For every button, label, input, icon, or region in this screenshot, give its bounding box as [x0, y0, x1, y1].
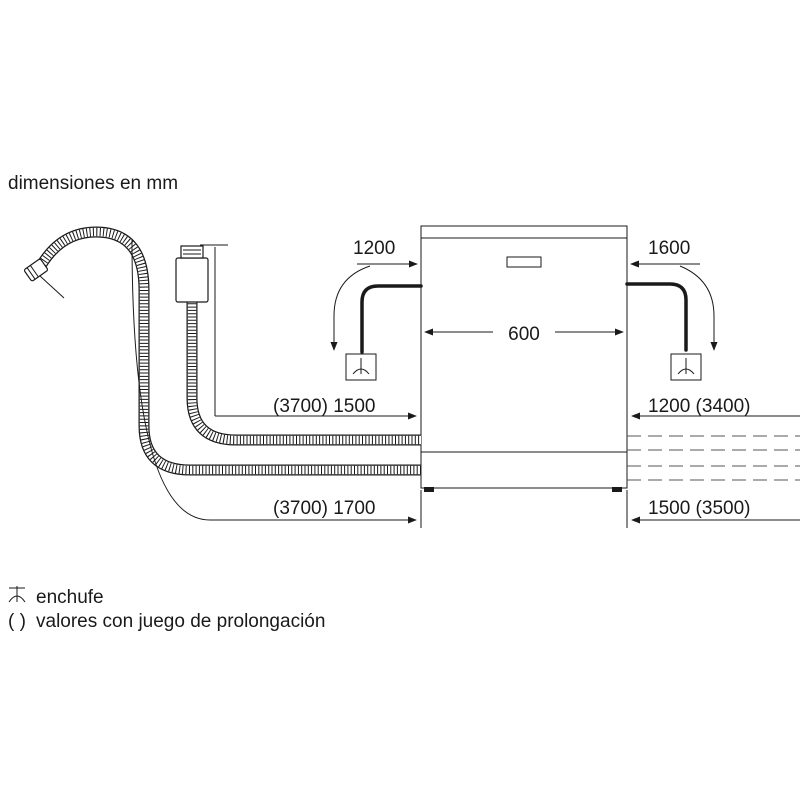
left-power-cable: 1200: [330, 238, 423, 381]
drain-guide-line: [131, 239, 211, 521]
left-cable-label: 1200: [353, 238, 395, 259]
drain-hose-tail: [39, 275, 65, 299]
right-upper-label: 1200 (3400): [648, 396, 750, 417]
right-cable-arrow-v: [679, 265, 718, 351]
drain-length-label: (3700) 1700: [273, 498, 375, 519]
width-label: 600: [508, 324, 540, 345]
drain-hose-end: [23, 258, 49, 282]
inlet-hose: (3700) 1500: [175, 244, 421, 446]
legend-paren-label: valores con juego de prolongación: [36, 611, 325, 632]
legend-paren-symbol: ( ): [8, 611, 26, 632]
dishwasher-outline: [420, 225, 628, 489]
width-dimension: 600: [424, 324, 624, 345]
right-lower-label: 1500 (3500): [648, 498, 750, 519]
plug-icon: [8, 586, 26, 603]
right-foot: [612, 487, 622, 492]
left-cable-arrow-v: [330, 265, 371, 351]
page-title: dimensiones en mm: [8, 173, 178, 194]
inlet-length-label: (3700) 1500: [273, 396, 375, 417]
drain-hose: (3700) 1700: [23, 226, 421, 524]
right-cable: [625, 282, 688, 352]
control-panel: [506, 256, 542, 268]
right-side-hoses: 1200 (3400) 1500 (3500): [627, 396, 800, 524]
legend-plug-label: enchufe: [36, 587, 104, 608]
right-cable-label: 1600: [648, 238, 690, 259]
socket-icon: [345, 353, 377, 381]
legend: enchufe ( ) valores con juego de prolong…: [8, 586, 325, 632]
aquastop-box: [175, 257, 209, 303]
inlet-connector: [180, 245, 204, 259]
socket-icon: [670, 353, 702, 381]
right-power-cable: 1600: [625, 238, 718, 381]
left-foot: [424, 487, 434, 492]
left-cable: [360, 284, 423, 354]
dishwasher-front: [420, 225, 628, 492]
